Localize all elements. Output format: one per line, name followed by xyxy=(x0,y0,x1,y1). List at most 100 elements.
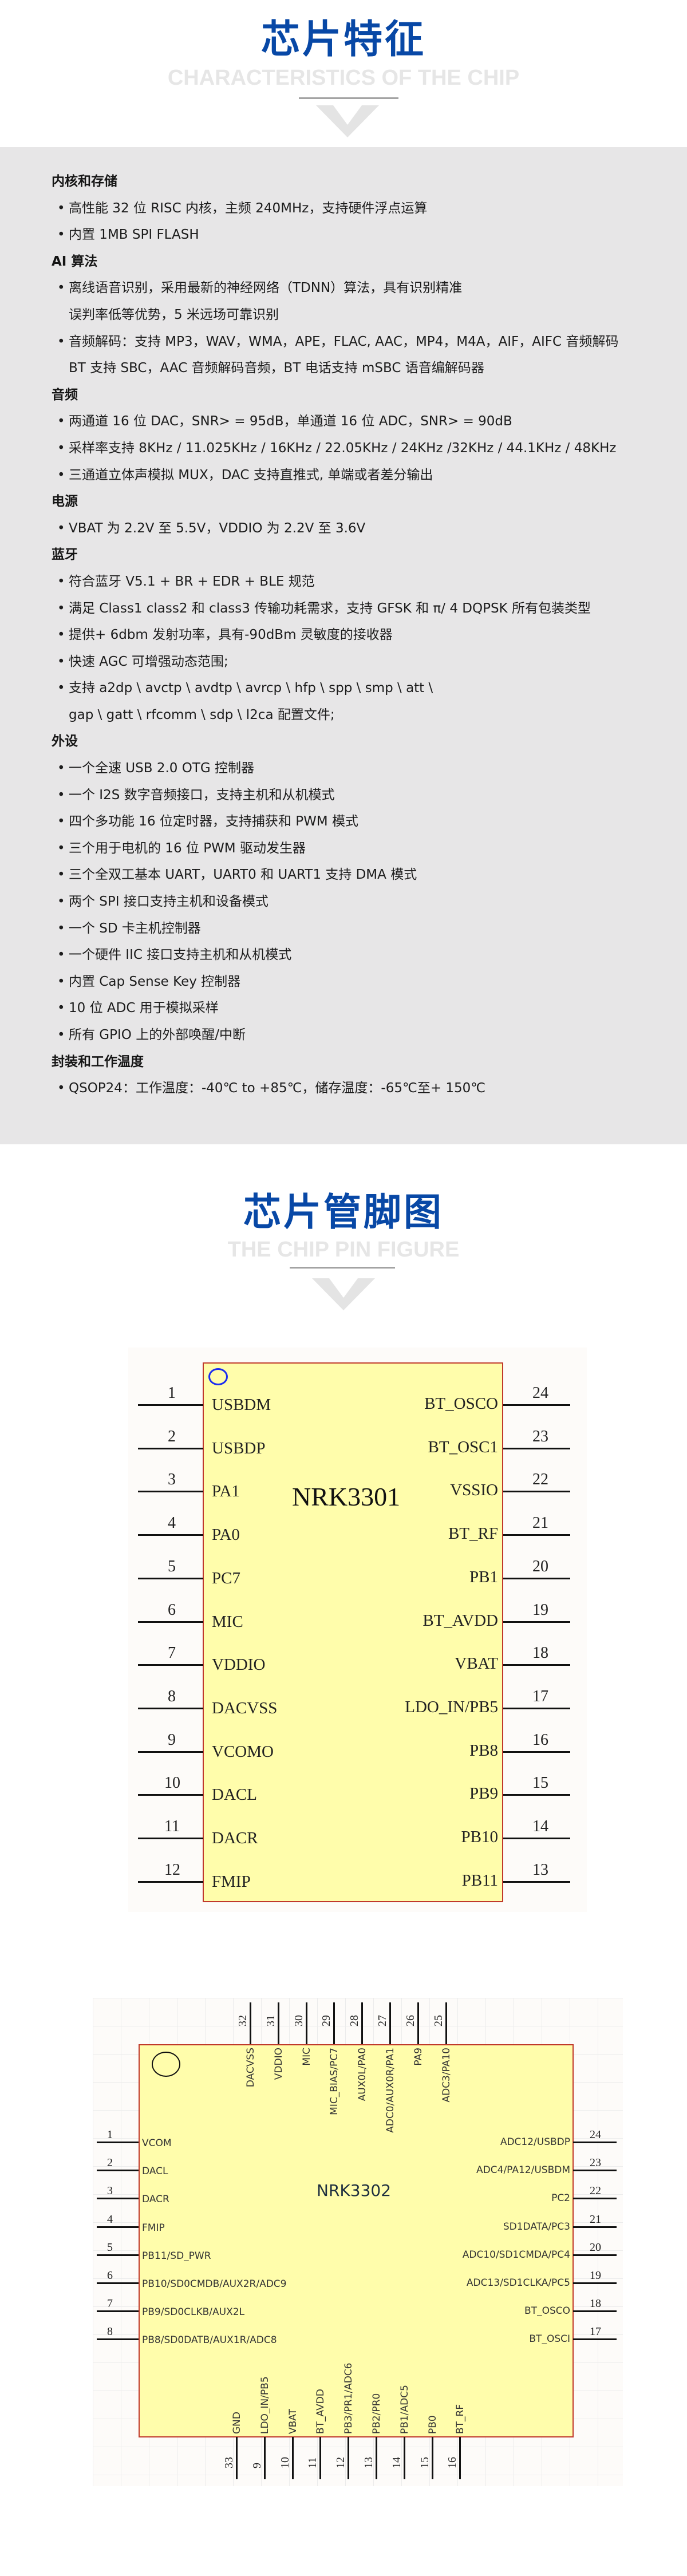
bullet-icon: • xyxy=(57,467,65,483)
pin-label: LDO_IN/PB5 xyxy=(405,1697,498,1716)
bullet-icon: • xyxy=(57,627,65,643)
chip-name-nrk3301: NRK3301 xyxy=(292,1482,401,1511)
feature-text: 三个用于电机的 16 位 PWM 驱动发生器 xyxy=(69,840,306,856)
pin-label: DACVSS xyxy=(212,1698,278,1717)
pin-lead xyxy=(305,2002,307,2044)
pin-label: FMIP xyxy=(212,1872,251,1891)
bullet-icon: • xyxy=(57,1028,65,1042)
pin-label: ADC4/PA12/USBDM xyxy=(476,2164,570,2176)
feature-text: AI 算法 xyxy=(52,254,98,269)
pin-label: ADC10/SD1CMDA/PC4 xyxy=(462,2249,570,2261)
pin-label: BT_AVDD xyxy=(423,1611,498,1630)
pin-label: MIC_BIAS/PC7 xyxy=(329,2048,341,2115)
pin-lead xyxy=(503,1404,570,1406)
feature-heading: 外设 xyxy=(52,728,681,755)
feature-text: 支持 a2dp \ avctp \ avdtp \ avrcp \ hfp \ … xyxy=(69,681,433,696)
pin-number: 5 xyxy=(107,2241,113,2254)
pin-lead xyxy=(503,1838,570,1839)
chip-body-nrk3302 xyxy=(139,2044,574,2437)
pin-lead xyxy=(573,2226,617,2228)
pin-lead xyxy=(417,2002,419,2044)
pin-number: 17 xyxy=(590,2325,601,2338)
pin-number: 7 xyxy=(107,2297,113,2310)
pin-label: PA1 xyxy=(212,1482,240,1501)
feature-text: 内置 Cap Sense Key 控制器 xyxy=(69,974,241,989)
pin-number: 5 xyxy=(168,1557,176,1575)
bullet-icon: • xyxy=(57,520,65,536)
bullet-icon: • xyxy=(57,654,65,669)
feature-item: •一个 SD 卡主机控制器 xyxy=(52,915,681,942)
pin1-marker-icon xyxy=(152,2052,180,2077)
pin-label: PB10 xyxy=(461,1828,498,1846)
chip-name-nrk3302: NRK3302 xyxy=(317,2181,392,2200)
pin-label: PC2 xyxy=(551,2192,570,2204)
feature-text: BT 支持 SBC，AAC 音频解码音频，BT 电话支持 mSBC 语音编解码器 xyxy=(69,361,484,376)
pin-lead xyxy=(97,2282,139,2284)
pin-label: BT_OSCO xyxy=(424,1394,498,1413)
pin-lead xyxy=(445,2002,447,2044)
pin-label: PB8 xyxy=(469,1741,498,1760)
pin-lead xyxy=(319,2437,322,2479)
pin-number: 16 xyxy=(446,2457,459,2468)
feature-item: •VBAT 为 2.2V 至 5.5V，VDDIO 为 2.2V 至 3.6V xyxy=(52,515,681,542)
pin-label: PB9 xyxy=(469,1784,498,1803)
pin-lead xyxy=(138,1751,203,1753)
pin-number: 10 xyxy=(278,2457,291,2468)
pin-number: 9 xyxy=(250,2463,263,2468)
section-subtitle-pin-figure: THE CHIP PIN FIGURE xyxy=(227,1238,460,1262)
feature-text: 快速 AGC 可增强动态范围; xyxy=(69,654,228,669)
title-divider xyxy=(299,97,398,99)
feature-heading: 内核和存储 xyxy=(52,168,681,195)
bullet-icon: • xyxy=(57,947,65,963)
pin-lead xyxy=(503,1491,570,1493)
pin-label: DACL xyxy=(212,1785,257,1804)
bullet-icon: • xyxy=(57,974,65,989)
feature-item: • 支持 a2dp \ avctp \ avdtp \ avrcp \ hfp \… xyxy=(52,675,681,702)
pin-label: PB11/SD_PWR xyxy=(142,2250,211,2262)
section-title-pin-figure: 芯片管脚图 xyxy=(243,1190,444,1234)
feature-text: VBAT 为 2.2V 至 5.5V，VDDIO 为 2.2V 至 3.6V xyxy=(69,520,366,536)
pin-lead xyxy=(97,2226,139,2228)
feature-item: • 快速 AGC 可增强动态范围; xyxy=(52,649,681,675)
pin-label: PB3/PR1/ADC6 xyxy=(343,2362,355,2434)
pin-number: 4 xyxy=(168,1514,176,1532)
pin-number: 2 xyxy=(168,1427,176,1445)
pin-number: 10 xyxy=(164,1774,180,1792)
pin-lead xyxy=(250,2002,251,2044)
pin-label: AUX0L/PA0 xyxy=(357,2048,369,2101)
pin-label: VBAT xyxy=(287,2409,299,2434)
pin-lead xyxy=(97,2198,139,2200)
pin-lead xyxy=(573,2254,617,2256)
feature-heading: 音频 xyxy=(52,382,681,409)
pin-number: 7 xyxy=(168,1644,176,1662)
bullet-icon: • xyxy=(57,681,65,696)
pin-number: 20 xyxy=(590,2241,601,2254)
bullet-icon: • xyxy=(57,787,65,803)
pin-label: LDO_IN/PB5 xyxy=(259,2376,271,2434)
feature-text: 四个多功能 16 位定时器，支持捕获和 PWM 模式 xyxy=(69,814,358,829)
pin-lead xyxy=(138,1621,203,1623)
pin-label: PB11 xyxy=(461,1871,498,1890)
pin1-marker-icon xyxy=(208,1368,228,1385)
pin-number: 15 xyxy=(418,2457,431,2468)
pin-number: 28 xyxy=(348,2015,361,2026)
pin-lead xyxy=(376,2437,377,2479)
pin-label: DACL xyxy=(142,2166,168,2178)
bullet-icon: • xyxy=(57,894,65,910)
feature-item: •离线语音识别，采用最新的神经网络（TDNN）算法，具有识别精准 xyxy=(52,275,681,302)
pin-number: 33 xyxy=(223,2457,235,2468)
pin-number: 20 xyxy=(532,1557,548,1575)
bullet-icon: • xyxy=(57,280,65,296)
feature-text: 三个全双工基本 UART，UART0 和 UART1 支持 DMA 模式 xyxy=(69,867,417,883)
pin-lead xyxy=(403,2437,405,2479)
bullet-icon: • xyxy=(57,840,65,856)
pin-label: DACR xyxy=(142,2194,169,2206)
pin-number: 25 xyxy=(432,2015,445,2026)
pin-lead xyxy=(361,2002,364,2044)
feature-text: 符合蓝牙 V5.1 + BR + EDR + BLE 规范 xyxy=(69,574,315,589)
pin-lead xyxy=(503,1707,570,1709)
bullet-icon: • xyxy=(57,414,65,429)
pin-lead xyxy=(291,2437,294,2479)
pin-number: 13 xyxy=(532,1860,548,1879)
pin-number: 12 xyxy=(334,2457,348,2468)
